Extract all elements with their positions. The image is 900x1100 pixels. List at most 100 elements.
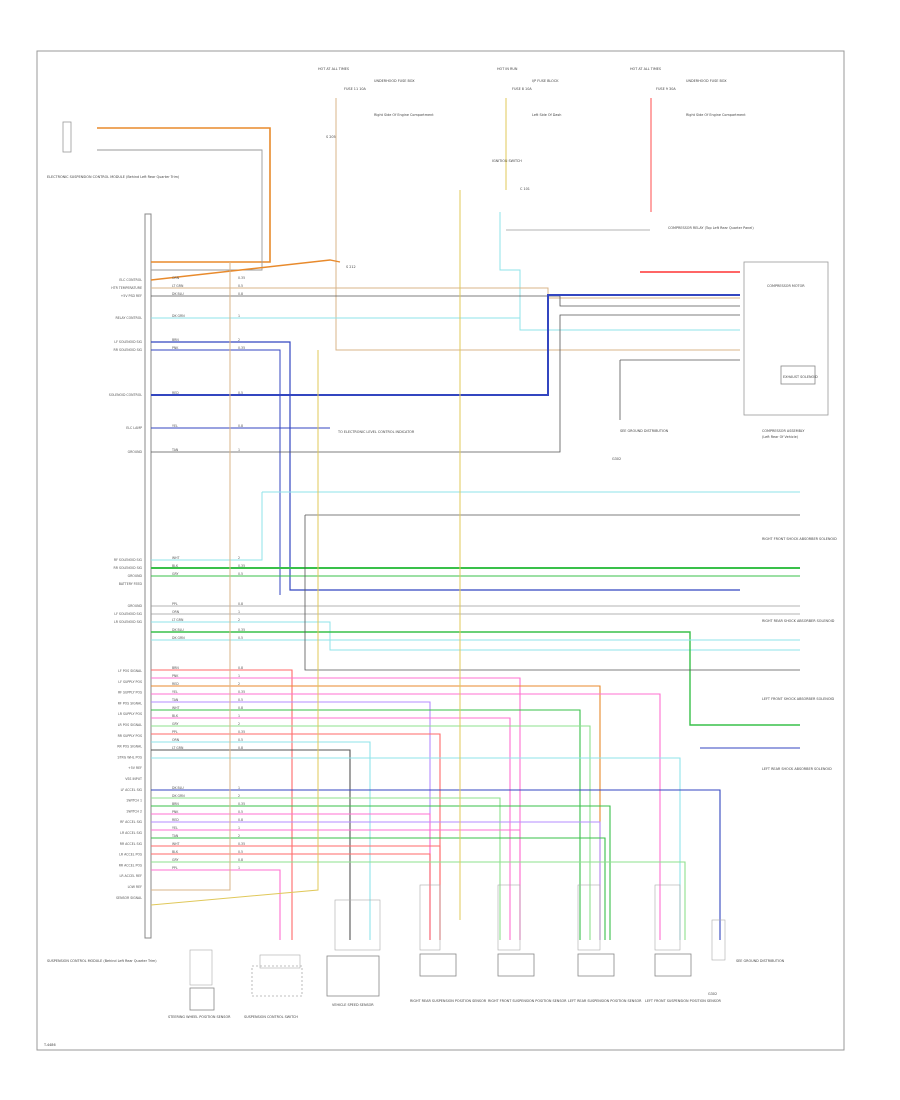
pin-label-low-13: SWITCH 2 <box>126 809 142 813</box>
wire-51 <box>151 853 431 940</box>
power-box-1-fuse: FUSE 11 10A <box>344 87 367 91</box>
pin-label-low-2: RF SUPPLY POS <box>118 691 142 695</box>
wire-31 <box>151 669 293 940</box>
wire-size-tag-18: 1 <box>238 674 240 678</box>
pin-label-low-7: RR POS SIGNAL <box>117 745 142 749</box>
wire-color-tag-20: YEL <box>172 690 178 694</box>
pin-label-low-20: LOW REF <box>128 885 143 889</box>
bottom-comp-3: VEHICLE SPEED SENSOR <box>332 1003 374 1007</box>
bottom-comp-2: SUSPENSION CONTROL SWITCH <box>244 1015 298 1019</box>
wire-color-tag-7: YEL <box>172 424 178 428</box>
wire-color-tag-24: GRY <box>172 722 178 726</box>
right-sensor-3: LEFT FRONT SHOCK ABSORBER SOLENOID <box>762 697 834 701</box>
wire-14 <box>151 294 740 396</box>
wire-color-tag-10: BLK <box>172 564 179 568</box>
wire-size-tag-32: 0.8 <box>238 818 243 822</box>
wire-size-tag-23: 1 <box>238 714 240 718</box>
ecm-body <box>144 213 152 939</box>
ecm-label-block: ELECTRONIC SUSPENSION CONTROL MODULE (Be… <box>47 175 180 179</box>
wire-color-tag-15: DK BLU <box>172 628 184 632</box>
bottom-connector-6 <box>259 954 301 969</box>
compressor-relay-label: COMPRESSOR RELAY (Top Left Rear Quarter … <box>668 226 754 230</box>
compressor-motor-label: COMPRESSOR MOTOR <box>767 284 805 288</box>
bottom-comp-6: LEFT REAR SUSPENSION POSITION SENSOR <box>568 999 642 1003</box>
pin-label-low-6: RR SUPPLY POS <box>118 734 142 738</box>
wire-36 <box>151 709 581 940</box>
right-sensor-4: LEFT REAR SHOCK ABSORBER SOLENOID <box>762 767 832 771</box>
wire-size-tag-38: 1 <box>238 866 240 870</box>
wire-color-tag-2: DK BLU <box>172 292 184 296</box>
ground-label-1: G302 <box>612 457 621 461</box>
rf-sensor-box <box>497 953 535 977</box>
compressor-assembly-box <box>743 261 829 416</box>
wire-size-tag-5: 0.35 <box>238 346 245 350</box>
power-box-2-desc: I/P FUSE BLOCK <box>532 79 559 83</box>
wire-33 <box>151 685 601 940</box>
wire-40 <box>151 741 371 940</box>
compressor-assembly-note: (Left Rear Of Vehicle) <box>762 435 799 439</box>
wire-13 <box>151 349 281 595</box>
pin-label-top-3: RELAY CONTROL <box>115 316 142 320</box>
wire-color-tag-22: WHT <box>172 706 180 710</box>
bottom-connector-4 <box>334 899 381 951</box>
wire-color-tag-6: RED <box>172 391 179 395</box>
wire-size-tag-11: 0.5 <box>238 572 243 576</box>
wire-size-tag-28: 1 <box>238 786 240 790</box>
footer-code: T-4486 <box>43 1043 56 1047</box>
wire-color-tag-17: BRN <box>172 666 179 670</box>
wire-34 <box>151 693 661 940</box>
pin-label-mid-6: LR SOLENOID SIG <box>114 620 143 624</box>
pin-label-low-16: RR ACCEL SIG <box>120 842 143 846</box>
bottom-comp-7: LEFT FRONT SUSPENSION POSITION SENSOR <box>645 999 722 1003</box>
wire-size-tag-34: 2 <box>238 834 240 838</box>
wire-46 <box>151 813 431 940</box>
wire-size-tag-26: 0.5 <box>238 738 243 742</box>
wire-size-tag-0: 0.35 <box>238 276 245 280</box>
steering-sensor-box <box>189 987 215 1011</box>
power-box-1-heading: HOT AT ALL TIMES <box>318 67 349 71</box>
wire-color-tag-33: YEL <box>172 826 178 830</box>
wire-color-tag-12: PPL <box>172 602 178 606</box>
wire-color-tag-0: ORN <box>172 276 180 280</box>
power-box-2-side: Left Side Of Dash <box>532 113 561 117</box>
splice-label-2: S 205 <box>326 135 336 139</box>
wire-size-tag-22: 0.8 <box>238 706 243 710</box>
wire-color-tag-31: PNK <box>172 810 179 814</box>
wire-color-tag-32: RED <box>172 818 179 822</box>
rr-sensor-box <box>419 953 457 977</box>
wire-50 <box>151 845 441 940</box>
wire-52 <box>151 861 686 940</box>
wire-color-tag-38: PPL <box>172 866 178 870</box>
wire-size-tag-15: 0.35 <box>238 628 245 632</box>
vehicle-speed-sensor-box <box>326 955 380 997</box>
bottom-connector-2 <box>577 884 601 951</box>
connector-label: C 101 <box>520 187 530 191</box>
wire-color-tag-19: RED <box>172 682 179 686</box>
pin-label-low-15: LR ACCEL SIG <box>120 831 142 835</box>
power-box-3-fuse: FUSE 9 30A <box>656 87 676 91</box>
pin-label-top-1: HTR TEMPERATURE <box>111 286 142 290</box>
wire-size-tag-33: 1 <box>238 826 240 830</box>
wire-42 <box>151 757 681 940</box>
wire-size-tag-7: 0.8 <box>238 424 243 428</box>
pin-label-top-2: +5V PSD REF <box>121 294 143 298</box>
pin-label-mid-5: LF SOLENOID SIG <box>114 612 142 616</box>
wire-size-tag-29: 2 <box>238 794 240 798</box>
wire-color-tag-34: TAN <box>171 834 179 838</box>
wire-color-tag-11: GRY <box>172 572 178 576</box>
wire-49 <box>151 837 606 940</box>
wire-color-tag-30: BRN <box>172 802 179 806</box>
wire-35 <box>151 701 431 940</box>
compressor-assembly-label: COMPRESSOR ASSEMBLY <box>762 429 805 433</box>
pin-label-mid-3: BATTERY FEED <box>119 582 143 586</box>
power-box-3-side: Right Side Of Engine Compartment <box>686 113 746 117</box>
wire-26 <box>151 621 800 651</box>
wire-size-tag-14: 2 <box>238 618 240 622</box>
wire-12 <box>151 341 740 591</box>
wire-size-tag-25: 0.35 <box>238 730 245 734</box>
ground-label-2: G302 <box>708 992 717 996</box>
pin-label-top-4: LF SOLENOID SIG <box>114 340 142 344</box>
ground-note-2: SEE GROUND DISTRIBUTION <box>736 959 785 963</box>
